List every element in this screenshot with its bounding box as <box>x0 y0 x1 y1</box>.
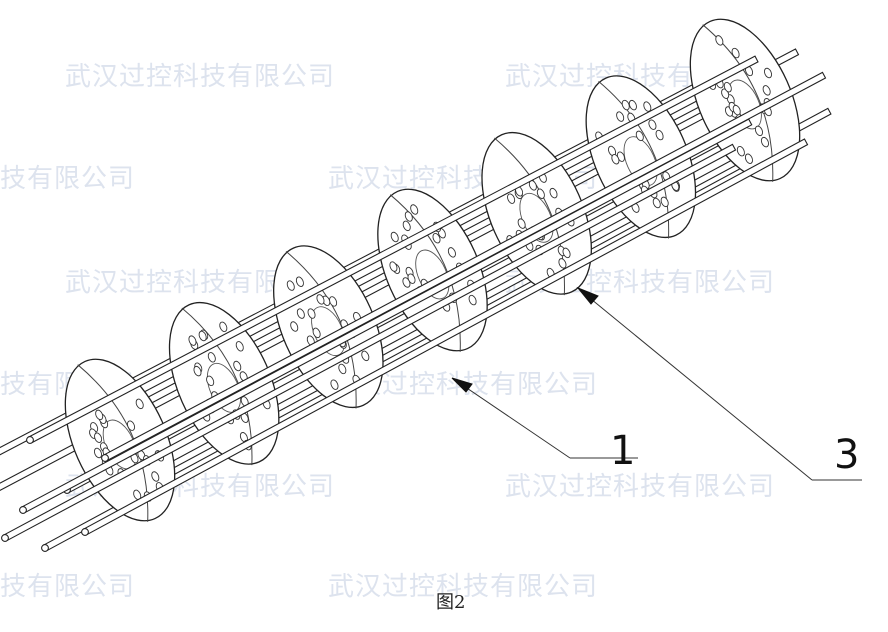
discs <box>64 18 801 522</box>
perforation-hole <box>731 47 740 59</box>
perforation-hole <box>652 197 661 209</box>
perforation-hole <box>188 335 197 346</box>
perforation-hole <box>616 111 625 122</box>
perforation-hole <box>207 352 216 363</box>
perforation-hole <box>760 136 769 148</box>
perforation-hole <box>316 294 325 305</box>
perforation-hole <box>655 129 664 141</box>
perforation-hole <box>361 350 370 362</box>
perforation-hole <box>127 420 136 431</box>
perforation-hole <box>402 220 411 232</box>
perforation-hole <box>468 294 477 306</box>
rod-end <box>1 534 9 542</box>
perforation-hole <box>307 308 316 319</box>
perforation-hole <box>330 379 339 390</box>
rod <box>27 55 759 444</box>
rod <box>2 143 737 542</box>
perforation-hole <box>407 273 416 284</box>
arrowhead-3 <box>576 286 599 305</box>
perforation-hole <box>151 471 160 482</box>
perforation-hole <box>404 211 413 222</box>
watermark: 武汉过控科技有限公司 <box>65 62 336 92</box>
perforation-hole <box>432 233 441 244</box>
perforation-hole <box>410 204 419 215</box>
perforation-hole <box>736 146 745 157</box>
callout-label-3: 3 <box>834 432 860 478</box>
leader-line-3 <box>579 289 813 481</box>
disc-hub <box>415 249 450 300</box>
perforation-hole <box>621 99 630 111</box>
perforation-hole <box>754 125 763 137</box>
callout-label-1: 1 <box>610 428 636 474</box>
perforation-hole <box>206 375 215 387</box>
perforation-hole <box>193 365 202 377</box>
perforation-hole <box>763 67 773 79</box>
watermark-fragment: 技有限公司 <box>0 164 136 194</box>
figure-caption: 图2 <box>436 592 466 613</box>
perforation-hole <box>295 276 304 287</box>
perforation-hole <box>549 187 558 199</box>
helical-disc <box>168 301 280 466</box>
perforation-hole <box>558 258 567 269</box>
perforation-hole <box>507 193 516 204</box>
perforation-hole <box>296 308 305 319</box>
perforation-hole <box>635 130 644 142</box>
disc-face <box>64 358 176 522</box>
perforation-hole <box>290 321 299 332</box>
perforation-hole <box>715 35 724 46</box>
perforation-hole <box>562 247 571 259</box>
leader-line-1 <box>454 379 571 459</box>
rod <box>20 118 753 514</box>
perforation-hole <box>447 247 456 258</box>
perforation-hole <box>95 409 104 421</box>
perforation-hole <box>628 99 637 111</box>
rod-end <box>26 436 34 444</box>
perforation-hole <box>744 153 753 164</box>
perforation-hole <box>94 432 103 443</box>
watermark: 武汉过控科技有限公司 <box>505 472 776 502</box>
perforation-hole <box>312 327 321 339</box>
watermark-fragment: 技有限公司 <box>0 572 136 602</box>
perforation-hole <box>390 231 399 243</box>
perforation-hole <box>517 218 526 229</box>
perforation-hole <box>219 321 228 332</box>
perforation-hole <box>611 154 620 165</box>
perforation-hole <box>233 360 242 372</box>
watermark: 武汉过控科技有限公司 <box>328 572 599 602</box>
rod-end <box>19 506 27 514</box>
perforation-hole <box>198 330 207 342</box>
perforation-hole <box>723 81 732 93</box>
disc-hub <box>623 136 658 187</box>
rod-end <box>101 454 109 462</box>
perforation-hole <box>660 196 669 208</box>
perforation-hole <box>762 85 771 96</box>
perforation-hole <box>93 447 102 459</box>
perforation-hole <box>135 398 144 410</box>
rods-front <box>1 55 827 542</box>
perforation-hole <box>338 363 347 375</box>
perforation-hole <box>648 119 657 130</box>
perforation-hole <box>235 341 244 352</box>
rod-end <box>41 544 49 552</box>
perforation-hole <box>389 261 398 272</box>
leader-lines <box>451 286 862 481</box>
perforation-hole <box>286 280 295 291</box>
rod-end <box>81 528 89 536</box>
arrowhead-1 <box>451 377 473 393</box>
perforation-hole <box>732 104 741 116</box>
perforation-hole <box>536 188 545 199</box>
